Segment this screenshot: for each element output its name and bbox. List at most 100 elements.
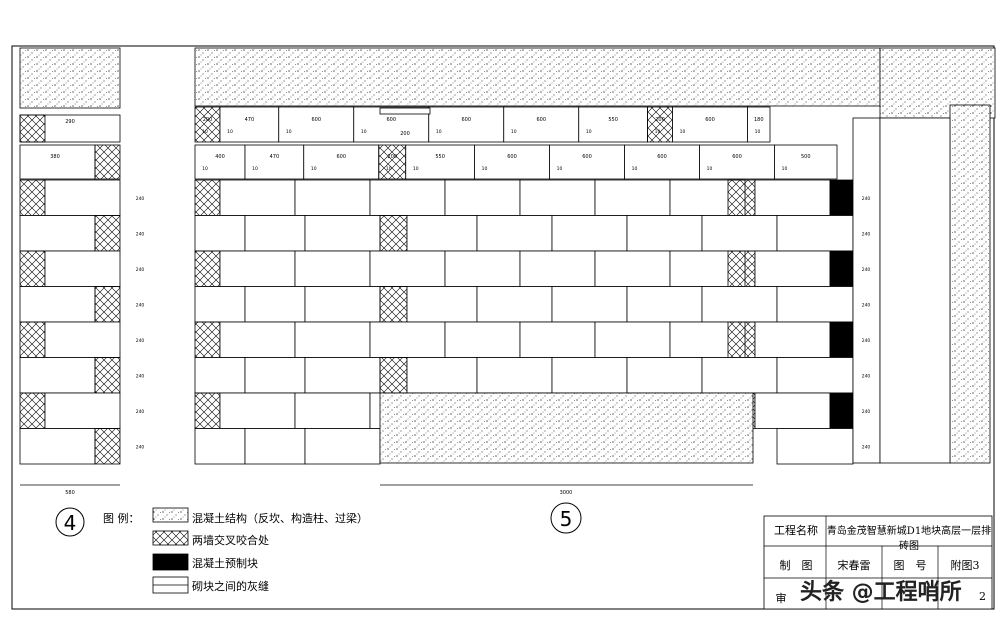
- dim-label: 200: [387, 154, 397, 160]
- course-label: 240: [862, 267, 871, 273]
- course-label: 240: [136, 267, 145, 273]
- joint-label: 10: [311, 166, 317, 172]
- column-gap: [852, 117, 881, 464]
- brick: [701, 357, 778, 394]
- joint-label: 10: [680, 129, 686, 135]
- brick: [701, 286, 778, 323]
- brick: [519, 179, 596, 216]
- dim-label: 600: [536, 117, 546, 123]
- dim-label: 600: [386, 117, 396, 123]
- crossing-block: [727, 179, 756, 216]
- brick: [624, 144, 700, 180]
- course-label: 240: [136, 338, 145, 344]
- dim-label: 600: [507, 154, 517, 160]
- course-label: 240: [862, 409, 871, 415]
- brick: [428, 106, 505, 143]
- brick: [194, 144, 246, 180]
- course-label: 240: [136, 409, 145, 415]
- dim-label: 600: [582, 154, 592, 160]
- sheet-number: 2: [975, 590, 990, 603]
- brick: [194, 215, 246, 252]
- legend-concrete: 混凝土结构（反坎、构造柱、过梁）: [192, 512, 368, 525]
- crossing-block: [647, 106, 673, 143]
- brick: [194, 357, 246, 394]
- dim-label: 600: [461, 117, 471, 123]
- watermark: 头条 @工程哨所: [800, 580, 962, 605]
- concrete-column-right: [949, 104, 991, 464]
- brick: [304, 357, 381, 394]
- course-label: 240: [136, 374, 145, 380]
- crossing-block: [94, 286, 121, 323]
- joint-label: 10: [202, 166, 208, 172]
- crossing-block: [379, 215, 408, 252]
- joint-label: 10: [413, 166, 419, 172]
- title-block: [763, 515, 993, 610]
- brick: [44, 321, 121, 358]
- dim-label: 380: [50, 154, 60, 160]
- dim-label: 400: [215, 154, 225, 160]
- joint-label: 10: [252, 166, 258, 172]
- crossing-block: [379, 286, 408, 323]
- course-label: 240: [136, 232, 145, 238]
- drawing-no-label: 图 号: [893, 559, 927, 572]
- brick: [44, 392, 121, 429]
- brick: [294, 179, 371, 216]
- dim-label: 600: [336, 154, 346, 160]
- brick: [578, 106, 648, 143]
- concrete-beam: [194, 47, 881, 107]
- brick: [405, 144, 475, 180]
- shapes-layer: [19, 47, 996, 610]
- course-label: 240: [136, 196, 145, 202]
- drawn-label: 制 图: [779, 559, 813, 572]
- crossing-block: [19, 250, 46, 287]
- brick: [406, 357, 478, 394]
- joint-label: 10: [755, 129, 761, 135]
- brick: [304, 428, 381, 465]
- brick: [549, 144, 625, 180]
- course-label: 240: [862, 374, 871, 380]
- brick: [304, 286, 381, 323]
- joint-label: 10: [286, 129, 292, 135]
- axis-4-bubble: [55, 507, 85, 537]
- crossing-block: [19, 114, 46, 143]
- crossing-block: [194, 106, 221, 143]
- joint-label: 10: [436, 129, 442, 135]
- brick: [244, 144, 305, 180]
- joint-label: 10: [386, 166, 392, 172]
- brick: [754, 321, 831, 358]
- brick: [594, 179, 671, 216]
- dim-label: 600: [311, 117, 321, 123]
- brick: [194, 428, 246, 465]
- brick: [44, 179, 121, 216]
- brick: [278, 106, 355, 143]
- brick: [406, 286, 478, 323]
- brick: [406, 215, 478, 252]
- axis-4-label: 4: [64, 511, 77, 535]
- precast-block: [829, 179, 854, 216]
- course-label: 240: [862, 338, 871, 344]
- brick: [294, 250, 371, 287]
- brick: [444, 321, 521, 358]
- crossing-block: [727, 250, 756, 287]
- brick: [19, 144, 96, 180]
- brick: [19, 286, 96, 323]
- brick: [551, 215, 628, 252]
- dim-label: 470: [245, 117, 255, 123]
- legend-swatch-concrete: [152, 507, 189, 523]
- drawing-no: 附图3: [950, 559, 980, 572]
- joint-label: 10: [782, 166, 788, 172]
- dim-label: 600: [657, 154, 667, 160]
- brick: [626, 215, 703, 252]
- brick: [754, 392, 831, 429]
- dim-label: 180: [754, 117, 764, 123]
- brick: [776, 428, 854, 465]
- brick: [551, 286, 628, 323]
- brick: [551, 357, 628, 394]
- dim-label: 500: [801, 154, 811, 160]
- precast-block: [829, 321, 854, 358]
- project-name: 青岛金茂智慧新城D1地块高层一层排砖图: [826, 526, 992, 552]
- brick: [774, 144, 838, 180]
- brick: [626, 286, 703, 323]
- brick: [519, 321, 596, 358]
